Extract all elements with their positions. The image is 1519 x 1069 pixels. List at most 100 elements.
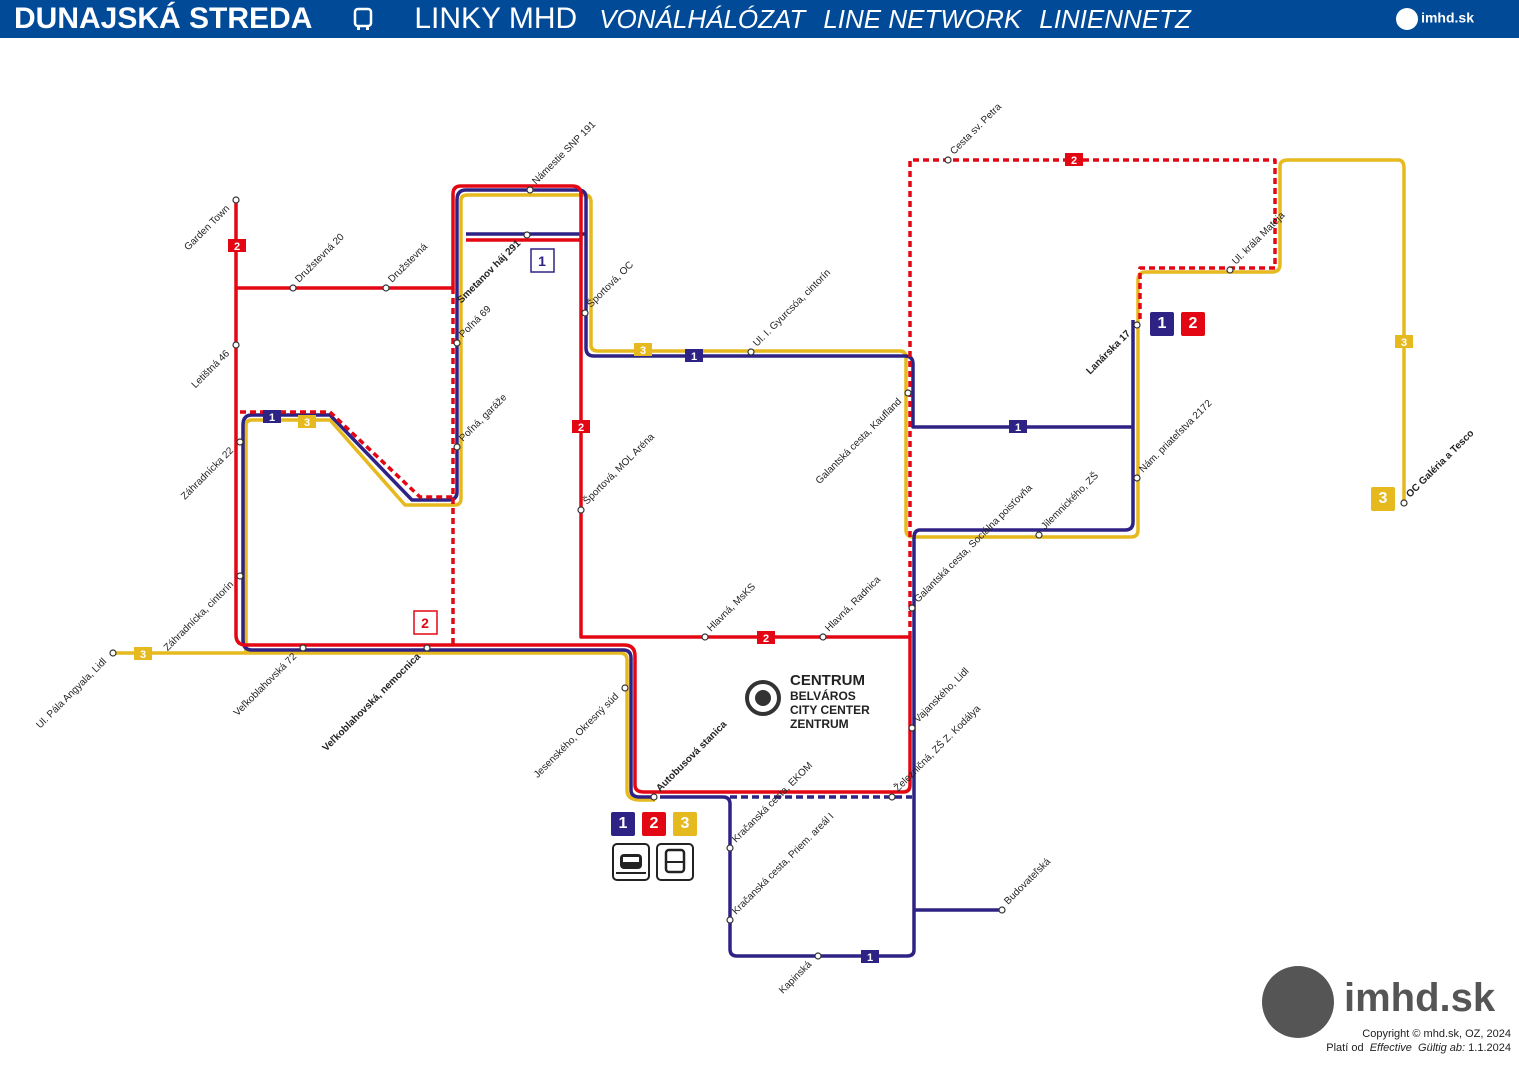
- stop[interactable]: Jesenského, Okresný súd: [532, 684, 629, 780]
- stop[interactable]: Veľkoblahovská 72: [232, 644, 307, 719]
- stop-label: Záhradnícka 22: [179, 445, 236, 502]
- stop[interactable]: Družstevná 20: [289, 231, 347, 292]
- stop-dot[interactable]: [908, 724, 916, 732]
- stop[interactable]: Hlavná, Radnica: [819, 574, 883, 641]
- stop[interactable]: Cesta sv. Petra: [944, 101, 1004, 164]
- stop-dot[interactable]: [904, 389, 912, 397]
- stop-dot[interactable]: [747, 348, 755, 356]
- stop-label: Nám. priateľstva 2172: [1137, 398, 1214, 475]
- stop-dot[interactable]: [650, 793, 658, 801]
- line-marker-1: 1: [1015, 422, 1021, 434]
- title-sk: LINKY MHD: [414, 2, 578, 35]
- stop-dot[interactable]: [577, 506, 585, 514]
- train-icon: [612, 843, 650, 881]
- stop-dot[interactable]: [1133, 321, 1141, 329]
- stop[interactable]: Námestie SNP 191: [526, 119, 598, 194]
- stop[interactable]: Autobusová stanica: [650, 719, 730, 801]
- imhd-logo-icon: [1396, 8, 1419, 30]
- stop-dot[interactable]: [289, 284, 297, 292]
- stop-dot[interactable]: [382, 284, 390, 292]
- stop-dot[interactable]: [581, 309, 589, 317]
- stop-dot[interactable]: [453, 443, 461, 451]
- stop[interactable]: OC Galéria a Tesco: [1400, 428, 1476, 507]
- line-marker-2: 2: [1071, 155, 1077, 167]
- line-badge-2[interactable]: 2: [642, 812, 666, 836]
- imhd-logo-icon: [1262, 966, 1334, 1038]
- stop-dot[interactable]: [1226, 266, 1234, 274]
- stop[interactable]: Záhradnícka 22: [179, 438, 244, 502]
- stop-dot[interactable]: [726, 844, 734, 852]
- header-logo-text: imhd.sk: [1421, 9, 1474, 26]
- stop-label: Hlavná, Radnica: [823, 574, 883, 634]
- stop-dot[interactable]: [232, 196, 240, 204]
- stop-dot[interactable]: [453, 339, 461, 347]
- stop[interactable]: Letištná 46: [190, 341, 240, 391]
- line-marker-2: 2: [578, 422, 584, 434]
- header-bar: DUNAJSKÁ STREDA LINKY MHD VONÁLHÁLÓZAT L…: [0, 0, 1519, 38]
- stop-dot[interactable]: [819, 633, 827, 641]
- stop-dot[interactable]: [1400, 499, 1408, 507]
- stop-dot[interactable]: [109, 649, 117, 657]
- line-marker-3: 3: [304, 417, 310, 429]
- stop-label: Jilemnického, ZŠ: [1038, 469, 1101, 532]
- stop-dot[interactable]: [621, 684, 629, 692]
- city-title: DUNAJSKÁ STREDA: [14, 2, 313, 35]
- stop[interactable]: Nám. priateľstva 2172: [1133, 398, 1215, 482]
- stop-dot[interactable]: [1035, 531, 1043, 539]
- stop-dot[interactable]: [998, 906, 1006, 914]
- stop-dot[interactable]: [908, 604, 916, 612]
- stop-dot[interactable]: [236, 438, 244, 446]
- line-marker-1: 1: [867, 952, 873, 964]
- stop[interactable]: Galantská cesta, Kaufland: [814, 389, 912, 487]
- stop-dot[interactable]: [888, 793, 896, 801]
- valid-sk: Platí od: [1326, 1042, 1364, 1054]
- terminus-badge-1: 1: [538, 253, 546, 269]
- stop[interactable]: Družstevná: [382, 241, 430, 292]
- copyright: Copyright © mhd.sk, OZ, 2024: [1362, 1028, 1511, 1040]
- stop-label: Záhradnícka, cintorín: [162, 579, 236, 653]
- stop-dot[interactable]: [526, 186, 534, 194]
- stop[interactable]: Hlavná, MsKS: [701, 581, 758, 641]
- stop-dot[interactable]: [299, 644, 307, 652]
- stop-dot[interactable]: [814, 952, 822, 960]
- header-logo[interactable]: imhd.sk: [1396, 8, 1474, 30]
- valid-date: 1.1.2024: [1468, 1042, 1511, 1054]
- stop[interactable]: Kapinská: [777, 952, 822, 996]
- stop[interactable]: Smetanov háj 291: [456, 231, 531, 306]
- line-badge-2[interactable]: 2: [1181, 312, 1205, 336]
- stop[interactable]: Galantská cesta, Sociálna poisťovňa: [908, 482, 1035, 612]
- stop-dot[interactable]: [236, 572, 244, 580]
- centrum-hu: BELVÁROS: [790, 689, 856, 703]
- line-badge-1[interactable]: 1: [1150, 312, 1174, 336]
- stop[interactable]: Veľkoblahovská, nemocnica: [321, 644, 431, 754]
- line-badge-1[interactable]: 1: [611, 812, 635, 836]
- stop-label: OC Galéria a Tesco: [1404, 428, 1476, 500]
- line-badge-3[interactable]: 3: [1371, 487, 1395, 511]
- line-2-dashed: [240, 158, 1277, 645]
- stop-dot[interactable]: [523, 231, 531, 239]
- stop-dot[interactable]: [423, 644, 431, 652]
- stop[interactable]: Železničná, ZŠ Z. Kodálya: [888, 702, 983, 801]
- stop[interactable]: Športová, MOL Aréna: [577, 430, 657, 514]
- stop[interactable]: Záhradnícka, cintorín: [162, 572, 244, 654]
- stop-dot[interactable]: [232, 341, 240, 349]
- line-1-route: [241, 188, 1135, 958]
- stop[interactable]: Ul. Pála Angyala, Lidl: [35, 649, 117, 731]
- centrum-de: ZENTRUM: [790, 717, 849, 731]
- stop[interactable]: Ul. I. Gyurcsóa, cintorín: [747, 267, 833, 356]
- stop-dot[interactable]: [1133, 474, 1141, 482]
- stop-label: Jesenského, Okresný súd: [532, 691, 621, 780]
- stop[interactable]: Jilemnického, ZŠ: [1035, 469, 1101, 539]
- title-de: LINIENNETZ: [1039, 3, 1191, 34]
- footer-logo-text: imhd.sk: [1344, 976, 1496, 1020]
- stop[interactable]: Budovateľská: [998, 856, 1053, 914]
- stop-label: Družstevná: [386, 241, 430, 285]
- stop-dot[interactable]: [944, 156, 952, 164]
- stop-dot[interactable]: [726, 916, 734, 924]
- stop-dot[interactable]: [701, 633, 709, 641]
- stop-label: Kapinská: [777, 959, 814, 996]
- line-marker-1: 1: [269, 412, 275, 424]
- line-badge-3[interactable]: 3: [673, 812, 697, 836]
- centre-icon: [745, 680, 781, 716]
